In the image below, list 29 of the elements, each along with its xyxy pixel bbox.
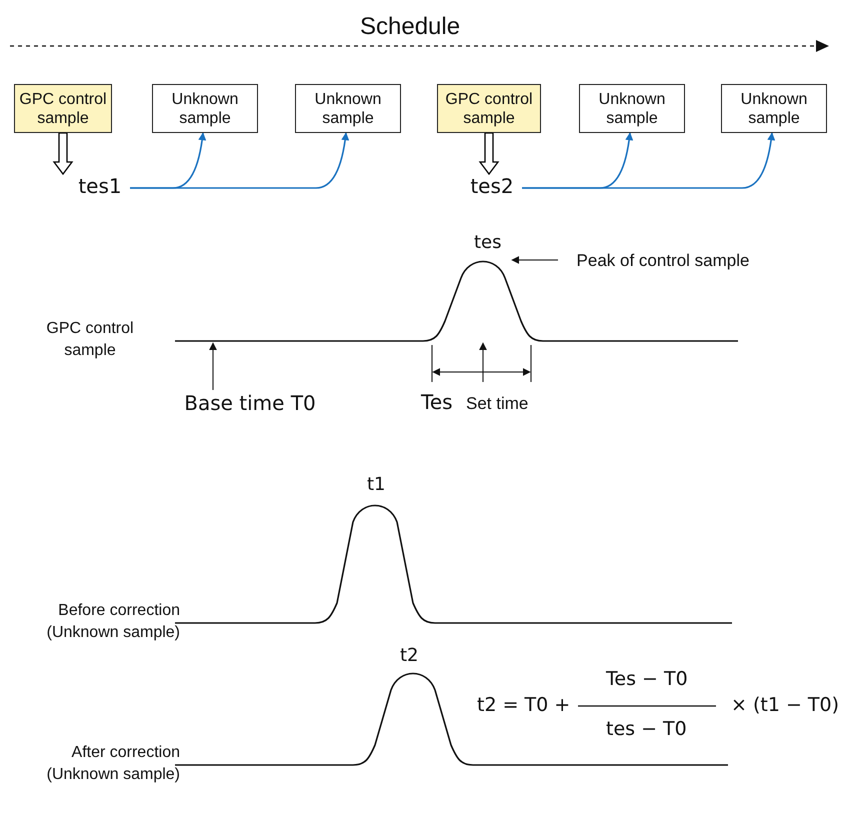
- time-label: tes2: [462, 174, 522, 198]
- time-label: t1: [367, 474, 386, 495]
- heading: Schedule: [360, 13, 460, 41]
- curve-label: After correction (Unknown sample): [46, 743, 180, 785]
- leader-line: [511, 256, 558, 264]
- sample-box: GPC control sample: [437, 84, 541, 133]
- annotation-text: Base time T0: [170, 390, 330, 416]
- curve-label: GPC control sample: [45, 319, 135, 361]
- time-label: Tes: [421, 390, 453, 414]
- formula-text: Tes − T0: [606, 668, 688, 690]
- curve-label: Before correction (Unknown sample): [46, 601, 180, 643]
- time-label: tes: [474, 232, 502, 253]
- sample-box: Unknown sample: [721, 84, 827, 133]
- sample-box: Unknown sample: [152, 84, 258, 133]
- leader-line: [209, 342, 217, 390]
- formula-text: × (t1 − T0): [731, 694, 840, 716]
- sample-box: Unknown sample: [295, 84, 401, 133]
- arrow: [130, 132, 350, 189]
- hollow-arrow: [52, 132, 74, 176]
- sample-box: Unknown sample: [579, 84, 685, 133]
- time-label: t2: [400, 645, 419, 666]
- arrow: [522, 132, 776, 189]
- time-label: tes1: [70, 174, 130, 198]
- sample-box: GPC control sample: [14, 84, 112, 133]
- hollow-arrow: [478, 132, 500, 176]
- annotation-text: Peak of control sample: [558, 249, 768, 271]
- formula-text: tes − T0: [606, 718, 687, 740]
- annotation-text: Set time: [466, 394, 528, 414]
- formula-text: t2 = T0 +: [477, 694, 570, 716]
